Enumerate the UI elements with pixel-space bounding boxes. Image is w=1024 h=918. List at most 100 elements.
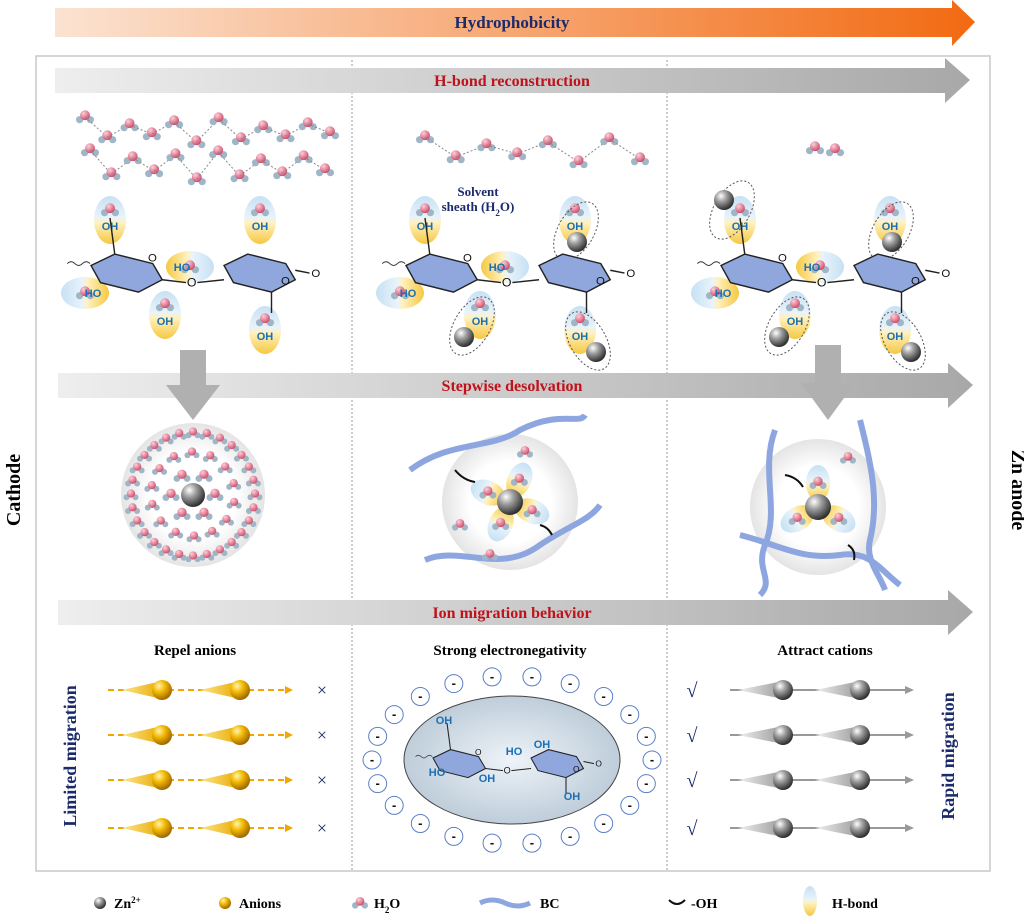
cross-icon: × [317, 680, 327, 700]
water-molecule-icon [256, 313, 274, 327]
negative-charge-icon: - [636, 726, 656, 746]
water-molecule-icon [199, 428, 215, 440]
solvent-sheath-label-2: sheath (H2O) [442, 199, 515, 218]
svg-text:O: O [281, 276, 290, 288]
down-arrow-icon [166, 350, 220, 420]
water-molecule-icon [245, 503, 261, 515]
bc-chain-icon [739, 532, 902, 588]
water-molecule-icon [391, 286, 409, 300]
anion-icon [219, 897, 231, 909]
water-molecule-icon [98, 130, 117, 144]
water-molecule-icon [251, 153, 270, 167]
water-molecule-icon [137, 528, 153, 539]
check-icon: √ [687, 770, 698, 792]
water-molecule-icon [321, 126, 339, 140]
hydroxyl-label: OH [257, 331, 274, 343]
svg-text:-: - [568, 676, 572, 691]
water-molecule-icon [452, 519, 468, 531]
legend-item-h: H2O [352, 897, 400, 915]
svg-text:-: - [644, 776, 648, 791]
legend-item-oh: -OH [668, 897, 718, 912]
water-molecule-icon [247, 489, 263, 501]
water-molecule-icon [217, 462, 233, 474]
water-molecule-icon [492, 517, 510, 531]
svg-text:O: O [502, 275, 512, 289]
water-molecule-icon [129, 516, 145, 528]
water-molecule-icon [212, 433, 228, 445]
negative-charge-icon: - [410, 813, 430, 833]
svg-text:-: - [602, 689, 606, 704]
zn-ion-icon [850, 818, 870, 838]
water-molecule-icon [166, 451, 182, 463]
svg-text:-: - [568, 828, 572, 843]
water-molecule-icon [276, 129, 295, 143]
hydroxyl-label: OH [732, 221, 749, 233]
water-molecule-icon [173, 469, 191, 482]
hbond-reconstruction-label: H-bond reconstruction [434, 73, 590, 90]
zn-anode-label: Zn anode [1007, 450, 1024, 531]
svg-text:O: O [778, 253, 787, 265]
water-molecule-icon [129, 462, 145, 474]
svg-text:O: O [463, 253, 472, 265]
water-molecule-icon [195, 507, 213, 521]
water-molecule-icon [416, 130, 434, 144]
water-molecule-icon [233, 450, 249, 462]
hydroxyl-label: HO [715, 288, 732, 300]
water-molecule-icon [231, 132, 250, 146]
water-molecule-icon [446, 150, 465, 164]
negative-charge-icon: - [636, 774, 656, 794]
water-molecule-icon [496, 260, 514, 274]
water-molecule-icon [162, 488, 180, 501]
anion-migration-row: × [108, 725, 327, 745]
water-molecule-icon [142, 127, 161, 141]
water-molecule-icon [482, 549, 498, 561]
cathode-label: Cathode [3, 454, 25, 526]
water-molecule-icon [173, 507, 191, 521]
water-molecule-icon [199, 549, 215, 561]
water-molecule-icon [166, 148, 185, 162]
zn-ion-icon [805, 494, 831, 520]
hbond-reconstruction-arrow: H-bond reconstruction [55, 58, 970, 103]
hydroxyl-label: HO [85, 288, 102, 300]
negative-charge-icon: - [560, 674, 580, 694]
legend-item-hbond: H-bond [803, 886, 878, 916]
svg-text:-: - [392, 797, 396, 812]
water-molecule-icon [731, 203, 750, 217]
zn-ion-icon [901, 342, 921, 362]
limited-migration-label: Limited migration [60, 685, 80, 827]
svg-text:-: - [628, 797, 632, 812]
water-molecule-icon [571, 313, 590, 327]
negative-charge-icon: - [368, 726, 388, 746]
water-molecule-icon [123, 151, 142, 165]
water-molecule-icon [187, 135, 206, 149]
water-molecule-icon [181, 260, 199, 274]
svg-text:-: - [602, 815, 606, 830]
hydroxyl-label: OH [567, 221, 584, 233]
svg-text:O: O [148, 253, 157, 265]
hydroxyl-label: OH [887, 331, 904, 343]
water-molecule-icon [631, 152, 650, 166]
svg-text:-: - [452, 828, 456, 843]
svg-text:O: O [311, 268, 320, 280]
zn-ion-icon [773, 770, 793, 790]
anion-migration-row: × [108, 818, 327, 838]
water-molecule-icon [146, 440, 162, 452]
water-molecule-icon [209, 145, 228, 159]
zn-ion-icon [773, 680, 793, 700]
water-molecule-icon [224, 440, 240, 452]
cross-icon: × [317, 818, 327, 838]
zn-ion-icon [714, 190, 734, 210]
water-molecule-icon [206, 488, 224, 501]
hbond-icon [564, 306, 596, 354]
anion-icon [152, 680, 172, 700]
water-molecule-icon [76, 286, 94, 300]
water-molecule-icon [352, 897, 368, 909]
hydroxyl-label: OH [534, 739, 551, 751]
bc-chain-icon [478, 897, 532, 909]
hydroxyl-label: OH [252, 221, 269, 233]
svg-text:O: O [504, 765, 511, 775]
hydroxyl-icon [668, 899, 686, 905]
